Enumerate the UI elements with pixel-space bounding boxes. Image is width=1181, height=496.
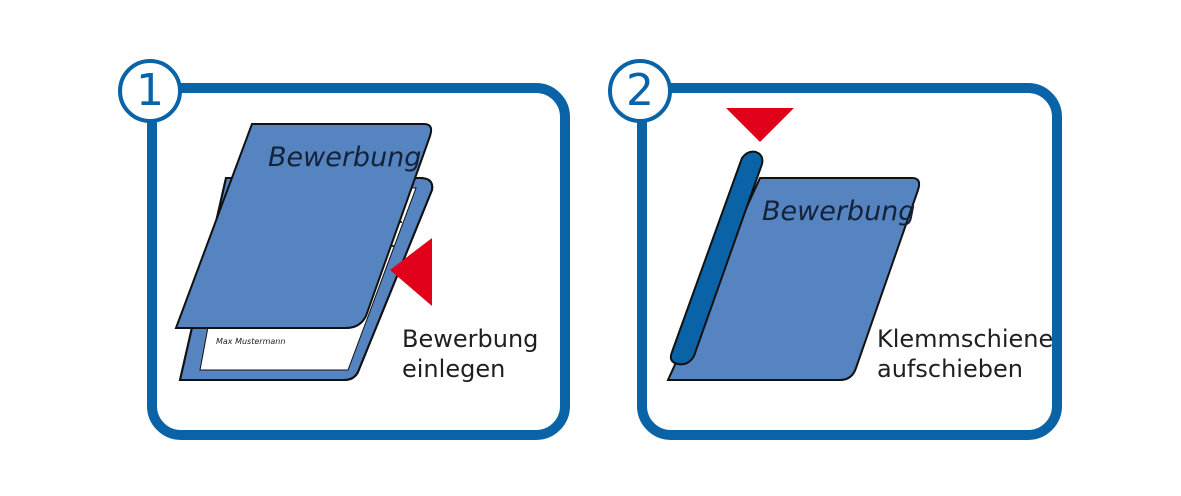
step-2-caption-line2: aufschieben <box>877 355 1023 383</box>
signature-text: Max Mustermann <box>216 337 285 346</box>
clip-rail <box>669 150 764 366</box>
step-1-caption-line1: Bewerbung <box>402 325 539 353</box>
step-1-caption-line2: einlegen <box>402 355 506 383</box>
insert-arrow-icon <box>390 238 432 306</box>
step-2-caption-line1: Klemmschiene <box>877 325 1054 353</box>
slide-down-arrow-icon <box>726 108 794 142</box>
front-folder: Bewerbung <box>174 123 433 329</box>
step-2-caption: Klemmschiene aufschieben <box>877 324 1053 384</box>
step-1-badge: 1 <box>118 59 182 123</box>
clamped-folder: Bewerbung <box>666 177 921 381</box>
folder-title-2: Bewerbung <box>762 196 915 227</box>
folder-title: Bewerbung <box>268 142 421 173</box>
step-2-badge: 2 <box>608 59 672 123</box>
step-1-caption: Bewerbung einlegen <box>402 324 538 384</box>
